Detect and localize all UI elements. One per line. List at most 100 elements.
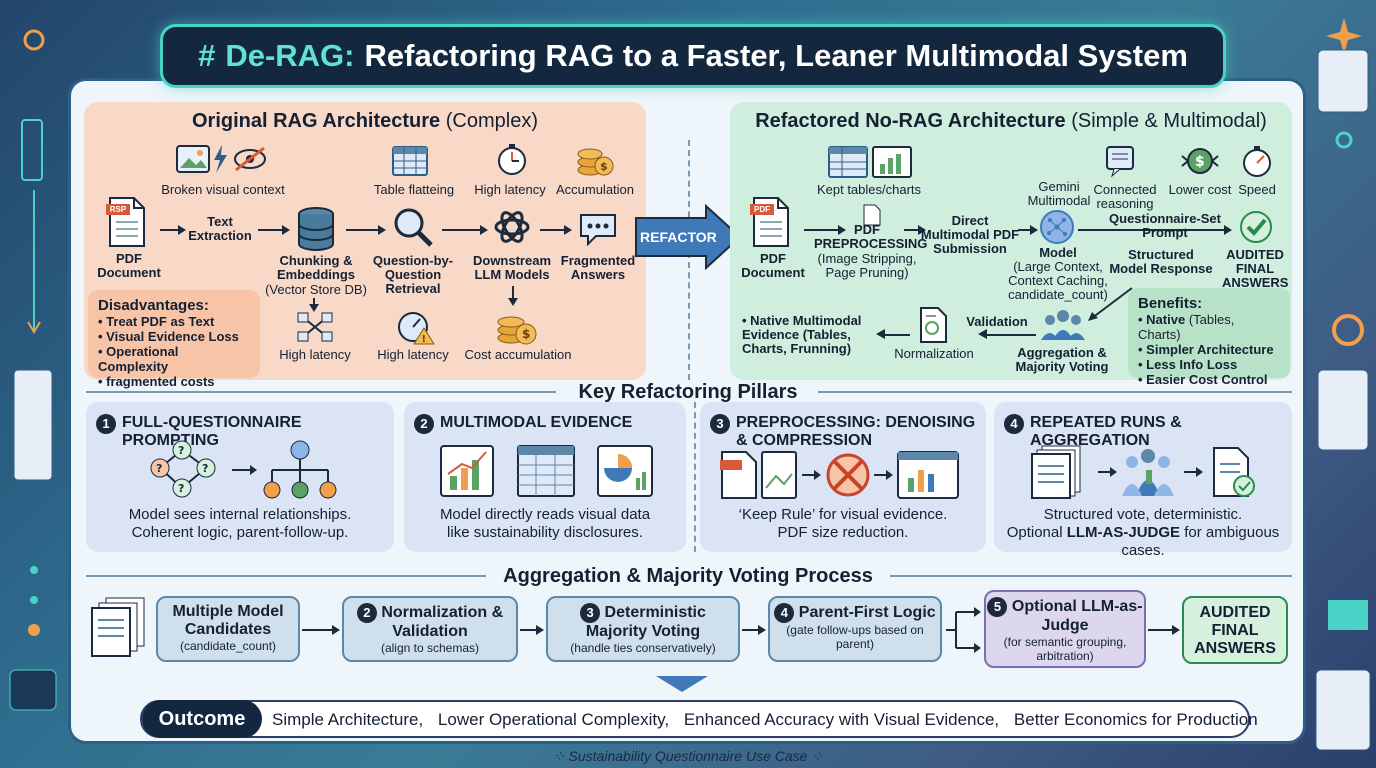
pillars-divider-left bbox=[86, 391, 556, 393]
chat-bubble-icon bbox=[578, 212, 618, 246]
fragmented-label: Fragmented Answers bbox=[560, 253, 636, 282]
broken-visual-label: Broken visual context bbox=[161, 182, 285, 197]
speed-stopwatch-icon bbox=[1240, 144, 1274, 178]
native-evidence-text: Native Multimodal Evidence (Tables, Char… bbox=[742, 313, 862, 356]
model-label: Model bbox=[1039, 245, 1077, 260]
pillar-desc-line: Optional LLM-AS-JUDGE for ambiguous case… bbox=[1000, 524, 1286, 560]
process-divider-right bbox=[890, 575, 1292, 577]
pillar-description: Model sees internal relationships.Cohere… bbox=[92, 506, 388, 542]
pillar-title-text: FULL-QUESTIONNAIRE PROMPTING bbox=[122, 414, 302, 449]
process-step-3: 3 Deterministic Majority Voting (handle … bbox=[546, 596, 740, 662]
pillar-desc-line: ‘Keep Rule’ for visual evidence. bbox=[738, 506, 948, 523]
process-step-final: AUDITED FINAL ANSWERS bbox=[1182, 596, 1288, 664]
table-flattening-label: Table flatteing bbox=[373, 182, 455, 197]
pillars-heading: Key Refactoring Pillars bbox=[578, 381, 798, 403]
step-sub: (handle ties conservatively) bbox=[570, 641, 716, 655]
step-number: 3 bbox=[580, 603, 601, 623]
process-divider-left bbox=[86, 575, 486, 577]
original-heading: Original RAG Architecture (Complex) bbox=[84, 110, 646, 133]
image-icon bbox=[176, 144, 210, 174]
stopwatch-icon bbox=[494, 142, 528, 176]
llm-knot-icon bbox=[492, 206, 532, 248]
database-icon bbox=[296, 206, 336, 252]
benefit-rest: (Tables, Charts) bbox=[1138, 312, 1235, 342]
outcome-label: Outcome bbox=[142, 700, 262, 738]
pillar-desc-line: Coherent logic, parent-follow-up. bbox=[131, 524, 349, 541]
refactor-arrow bbox=[634, 203, 742, 271]
chunking-sub-label: (Vector Store DB) bbox=[265, 282, 367, 297]
audited-answers-label: AUDITED FINAL ANSWERS bbox=[1222, 247, 1289, 290]
money-icon: $ bbox=[1180, 146, 1220, 176]
outcome-bar: Outcome Simple Architecture, Lower Opera… bbox=[140, 700, 1258, 738]
native-evidence-label: • Native Multimodal Evidence (Tables, Ch… bbox=[742, 313, 862, 356]
pdf-document-label: PDF Document bbox=[741, 251, 805, 280]
step-title: 4 Parent-First Logic bbox=[770, 603, 940, 623]
coins-stack-icon: $ bbox=[496, 308, 538, 346]
outcome-item: Better Economics for Production bbox=[1013, 710, 1258, 729]
arrow bbox=[309, 298, 319, 312]
llm-as-judge-bold: LLM-AS-JUDGE bbox=[1066, 524, 1181, 541]
pdf-document-label: PDF Document bbox=[97, 251, 161, 280]
step-number: 2 bbox=[356, 603, 377, 623]
documents-stack-icon bbox=[90, 596, 148, 658]
refactored-heading-sub: (Simple & Multimodal) bbox=[1071, 110, 1267, 132]
outcome-item: Simple Architecture, bbox=[272, 710, 424, 729]
arrow bbox=[160, 225, 186, 235]
pillar-title-text: MULTIMODAL EVIDENCE bbox=[440, 414, 633, 431]
disadvantage-item: Visual Evidence Loss bbox=[98, 329, 250, 344]
qbq-retrieval-label: Question-by-Question Retrieval bbox=[372, 253, 454, 296]
refactored-heading-text: Refactored No-RAG Architecture bbox=[755, 110, 1066, 132]
process-step-1: Multiple Model Candidates (candidate_cou… bbox=[156, 596, 300, 662]
step-title: 2 Normalization & Validation bbox=[344, 603, 516, 641]
preprocessing-label: PDF PREPROCESSING bbox=[814, 222, 928, 251]
arrow bbox=[742, 625, 766, 635]
chat-doc-icon bbox=[1106, 146, 1136, 178]
benefit-bold: Easier Cost Control bbox=[1146, 372, 1268, 387]
pillar-desc-line: like sustainability disclosures. bbox=[447, 524, 643, 541]
check-badge-icon bbox=[1238, 210, 1274, 244]
pillars-divider-right bbox=[818, 391, 1292, 393]
arrow bbox=[346, 225, 386, 235]
direct-submission-label: Direct Multimodal PDF Submission bbox=[920, 213, 1020, 256]
disadvantages-title: Disadvantages: bbox=[98, 297, 209, 314]
outcome-item: Lower Operational Complexity, bbox=[437, 710, 670, 729]
preprocessing-sub-label: (Image Stripping, Page Pruning) bbox=[817, 251, 917, 280]
people-group-icon bbox=[1040, 306, 1086, 342]
arrow bbox=[986, 334, 1036, 336]
high-latency-1-label: High latency bbox=[279, 347, 351, 362]
pillar-desc-line: Model directly reads visual data bbox=[439, 506, 651, 523]
connected-reasoning-label: Connected reasoning bbox=[1093, 182, 1157, 211]
divider bbox=[688, 140, 690, 380]
step-title-text: Parent-First Logic bbox=[798, 604, 936, 621]
step-number: 5 bbox=[987, 597, 1008, 617]
page-title: # De-RAG: Refactoring RAG to a Faster, L… bbox=[160, 24, 1226, 88]
footer-caption: ⁘ Sustainability Questionnaire Use Case … bbox=[0, 748, 1376, 765]
pillar-desc-line: PDF size reduction. bbox=[777, 524, 909, 541]
network-icon bbox=[296, 312, 334, 342]
pillar-number: 4 bbox=[1004, 414, 1024, 434]
step-title-text: Deterministic Majority Voting bbox=[585, 604, 706, 640]
compression-icon bbox=[718, 448, 962, 502]
svg-text:!: ! bbox=[422, 334, 427, 345]
title-highlight: De-RAG: bbox=[225, 38, 355, 73]
step-title-text: Normalization & Validation bbox=[381, 604, 504, 640]
broken-lightning-icon bbox=[210, 144, 230, 174]
pdf-badge-refactored: PDF bbox=[754, 205, 770, 214]
svg-text:$: $ bbox=[600, 160, 608, 173]
arrow bbox=[1018, 225, 1038, 235]
eye-slash-icon bbox=[232, 146, 268, 172]
step-sub: (candidate_count) bbox=[179, 639, 277, 653]
step-sub: (for semantic grouping, arbitration) bbox=[1003, 635, 1127, 663]
arrow bbox=[302, 625, 340, 635]
arrow bbox=[904, 225, 926, 235]
normalize-doc-icon bbox=[918, 306, 950, 344]
svg-text:$: $ bbox=[522, 327, 530, 341]
footer-text: Sustainability Questionnaire Use Case bbox=[568, 748, 808, 764]
chunking-label: Chunking & Embeddings bbox=[276, 253, 355, 282]
outcome-item: Enhanced Accuracy with Visual Evidence, bbox=[683, 710, 1000, 729]
coins-icon: $ bbox=[576, 142, 614, 178]
